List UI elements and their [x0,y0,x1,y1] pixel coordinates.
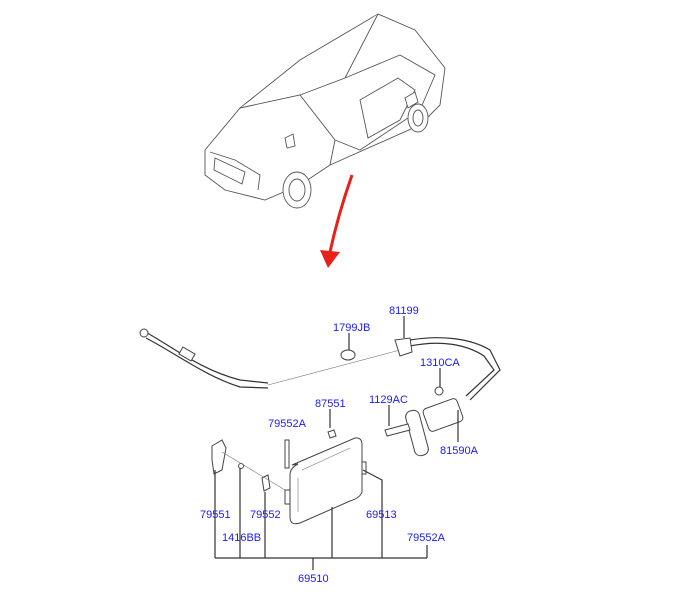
part-79552A-pin [284,439,290,469]
label-79552A-bottom[interactable]: 79552A [407,532,446,544]
fuel-filler-door [284,437,367,525]
leader-lines [214,316,459,570]
label-1416BB[interactable]: 1416BB [222,532,261,544]
label-79551[interactable]: 79551 [200,509,231,521]
label-81199[interactable]: 81199 [389,305,419,317]
label-1799JB[interactable]: 1799JB [333,322,370,334]
actuator-part [384,386,464,457]
label-79552A-top[interactable]: 79552A [268,418,307,430]
pointer-arrow [320,174,354,268]
part-79552 [261,474,271,492]
van-illustration [204,13,446,209]
part-87551 [327,429,337,439]
label-1310CA[interactable]: 1310CA [420,357,460,369]
release-cable [139,328,501,401]
label-69510[interactable]: 69510 [298,573,329,585]
label-1129AC[interactable]: 1129AC [369,394,408,406]
label-87551[interactable]: 87551 [315,398,346,410]
label-81590A[interactable]: 81590A [440,445,479,457]
part-79551 [211,439,227,475]
label-69513[interactable]: 69513 [366,509,397,521]
label-79552[interactable]: 79552 [250,509,281,521]
